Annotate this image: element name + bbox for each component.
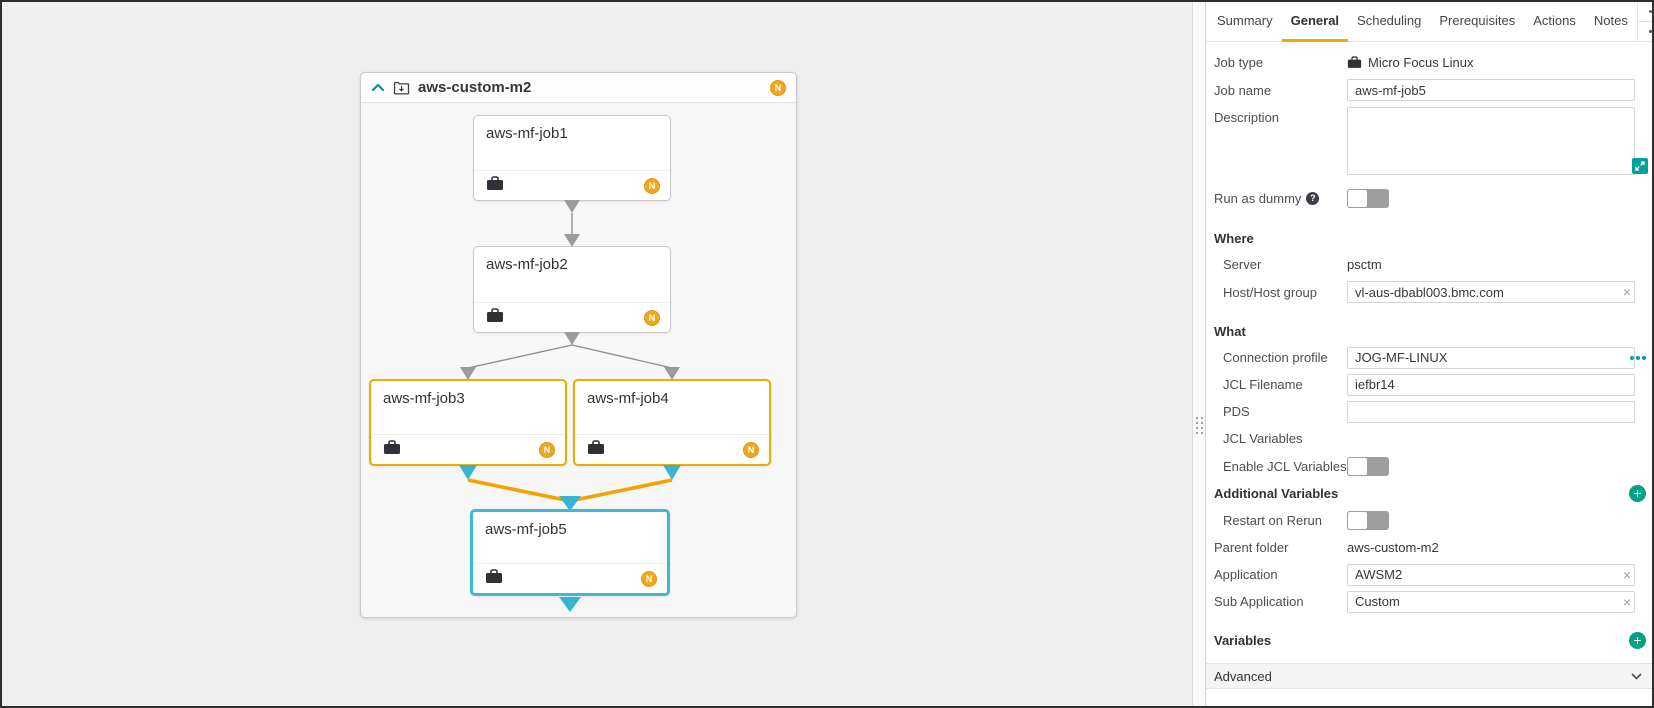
collapse-chevron-up-icon[interactable] [371, 83, 385, 92]
clear-icon[interactable]: × [1622, 566, 1631, 583]
section-what: What [1214, 323, 1246, 339]
tab-scheduling[interactable]: Scheduling [1357, 13, 1422, 28]
job-node-aws-mf-job3[interactable]: aws-mf-job3 N [369, 379, 567, 466]
arrow-right-icon [1649, 10, 1652, 13]
drag-grip-icon [1195, 417, 1203, 434]
workflow-canvas[interactable]: aws-custom-m2 N aws-mf-job1 N aws-mf-job… [2, 2, 1192, 706]
folder-container[interactable]: aws-custom-m2 N aws-mf-job1 N aws-mf-job… [360, 72, 797, 618]
application-label: Application [1214, 567, 1278, 582]
help-icon[interactable]: ? [1306, 191, 1320, 205]
parent-folder-label: Parent folder [1214, 540, 1289, 555]
tab-general[interactable]: General [1281, 2, 1349, 42]
chevron-down-icon [1631, 672, 1642, 680]
new-status-badge: N [539, 441, 555, 458]
application-input[interactable] [1347, 563, 1635, 586]
job-title: aws-mf-job5 [485, 521, 567, 538]
briefcase-icon [485, 568, 503, 589]
job-title: aws-mf-job3 [383, 390, 465, 407]
parent-folder-value: aws-custom-m2 [1347, 540, 1439, 555]
section-where: Where [1214, 230, 1254, 246]
panel-resize-handle[interactable] [1192, 2, 1205, 706]
job-node-aws-mf-job1[interactable]: aws-mf-job1 N [473, 115, 671, 201]
sub-application-label: Sub Application [1214, 594, 1304, 609]
expand-editor-icon[interactable] [1632, 158, 1648, 174]
server-label: Server [1223, 257, 1262, 272]
sub-application-input[interactable] [1347, 590, 1635, 613]
job-node-aws-mf-job2[interactable]: aws-mf-job2 N [473, 246, 671, 333]
briefcase-icon [486, 307, 504, 328]
host-group-label: Host/Host group [1223, 284, 1317, 300]
collapse-panel-button[interactable] [1637, 2, 1652, 22]
briefcase-icon [486, 175, 504, 196]
job-type-value: Micro Focus Linux [1347, 55, 1473, 70]
description-label: Description [1214, 110, 1280, 125]
tab-prerequisites[interactable]: Prerequisites [1439, 13, 1516, 28]
section-additional-variables: Additional Variables [1214, 485, 1339, 501]
restart-on-rerun-label: Restart on Rerun [1223, 512, 1322, 528]
job-node-aws-mf-job4[interactable]: aws-mf-job4 N [573, 379, 771, 466]
ellipsis-menu-icon [1648, 30, 1652, 33]
connection-profile-input[interactable] [1347, 346, 1635, 369]
job-name-label: Job name [1214, 82, 1272, 98]
job-name-input[interactable] [1347, 79, 1635, 101]
jcl-filename-input[interactable] [1347, 373, 1635, 396]
new-status-badge: N [743, 441, 759, 458]
run-as-dummy-label: Run as dummy ? [1214, 191, 1347, 206]
advanced-section-toggle[interactable]: Advanced [1206, 663, 1652, 689]
server-value: psctm [1347, 257, 1382, 272]
connection-profile-label: Connection profile [1223, 350, 1328, 365]
new-status-badge: N [644, 177, 660, 194]
clear-icon[interactable]: × [1622, 593, 1631, 610]
briefcase-icon [383, 439, 401, 460]
add-variable-icon[interactable]: + [1629, 631, 1646, 649]
properties-panel: Summary General Scheduling Prerequisites… [1205, 2, 1652, 706]
folder-header: aws-custom-m2 N [361, 73, 796, 103]
folder-icon [393, 81, 410, 95]
pds-input[interactable] [1347, 400, 1635, 423]
job-type-label: Job type [1214, 54, 1264, 70]
job-node-aws-mf-job5[interactable]: aws-mf-job5 N [470, 509, 670, 596]
jcl-filename-label: JCL Filename [1223, 377, 1303, 392]
clear-icon[interactable]: × [1622, 284, 1631, 300]
general-tab-content: Job type Micro Focus Linux Job name [1206, 42, 1652, 706]
new-status-badge: N [770, 79, 786, 96]
new-status-badge: N [641, 570, 657, 587]
job-title: aws-mf-job1 [486, 125, 568, 142]
browse-profiles-icon[interactable] [1630, 355, 1646, 360]
enable-jcl-variables-toggle[interactable] [1347, 456, 1389, 476]
description-textarea[interactable] [1347, 107, 1635, 175]
tab-summary[interactable]: Summary [1217, 13, 1273, 28]
run-as-dummy-toggle[interactable] [1347, 188, 1389, 208]
enable-jcl-variables-label: Enable JCL Variables [1223, 458, 1347, 474]
restart-on-rerun-toggle[interactable] [1347, 510, 1389, 530]
host-group-input[interactable] [1347, 281, 1635, 303]
section-advanced: Advanced [1214, 668, 1272, 684]
jcl-variables-label: JCL Variables [1223, 431, 1303, 446]
add-variable-icon[interactable]: + [1629, 484, 1646, 502]
job-title: aws-mf-job2 [486, 256, 568, 273]
briefcase-icon [587, 439, 605, 460]
folder-title: aws-custom-m2 [418, 79, 532, 96]
job-title: aws-mf-job4 [587, 390, 669, 407]
panel-menu-button[interactable] [1638, 22, 1652, 41]
briefcase-icon [1347, 55, 1362, 68]
section-variables: Variables [1214, 632, 1272, 648]
tab-actions[interactable]: Actions [1533, 13, 1576, 28]
folder-body: aws-mf-job1 N aws-mf-job2 N aws-mf-job3 [361, 103, 796, 617]
panel-tabbar: Summary General Scheduling Prerequisites… [1206, 2, 1652, 42]
new-status-badge: N [644, 309, 660, 326]
pds-label: PDS [1223, 404, 1250, 419]
tab-notes[interactable]: Notes [1593, 13, 1628, 28]
